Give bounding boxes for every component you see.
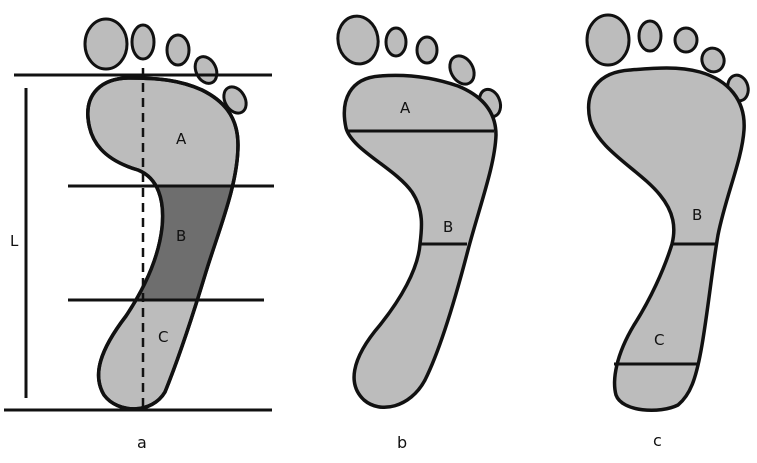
toe-4-a [193, 55, 219, 85]
region-b-label: B [176, 227, 186, 245]
toe-3-b [415, 35, 439, 65]
length-label: L [10, 232, 19, 250]
region-b-label-b: B [443, 218, 453, 236]
region-a-label-b: A [400, 99, 411, 117]
shaded-region-b [87, 186, 238, 300]
toe-4-b [448, 54, 476, 86]
toe-4-c [700, 46, 726, 74]
caption-c: c [653, 431, 662, 450]
caption-b: b [397, 433, 407, 452]
figure-a: L A B C a [4, 17, 274, 452]
footprint-b [342, 73, 498, 409]
toe-2-b [384, 26, 408, 58]
toe-big-b [336, 14, 380, 66]
toe-big-a [83, 17, 129, 71]
toe-5-a [222, 85, 248, 115]
region-b-label-c: B [692, 206, 702, 224]
caption-a: a [137, 433, 147, 452]
toe-2-c [637, 19, 663, 53]
footprint-c [587, 66, 746, 412]
toe-big-c [585, 13, 631, 67]
toe-3-a [165, 33, 191, 67]
figure-b: A B b [336, 14, 503, 452]
region-c-label-c: C [654, 331, 664, 349]
region-c-label: C [158, 328, 168, 346]
figure-c: B C c [585, 13, 750, 450]
toe-2-a [130, 23, 156, 61]
toe-3-c [673, 26, 699, 54]
region-a-label: A [176, 130, 187, 148]
